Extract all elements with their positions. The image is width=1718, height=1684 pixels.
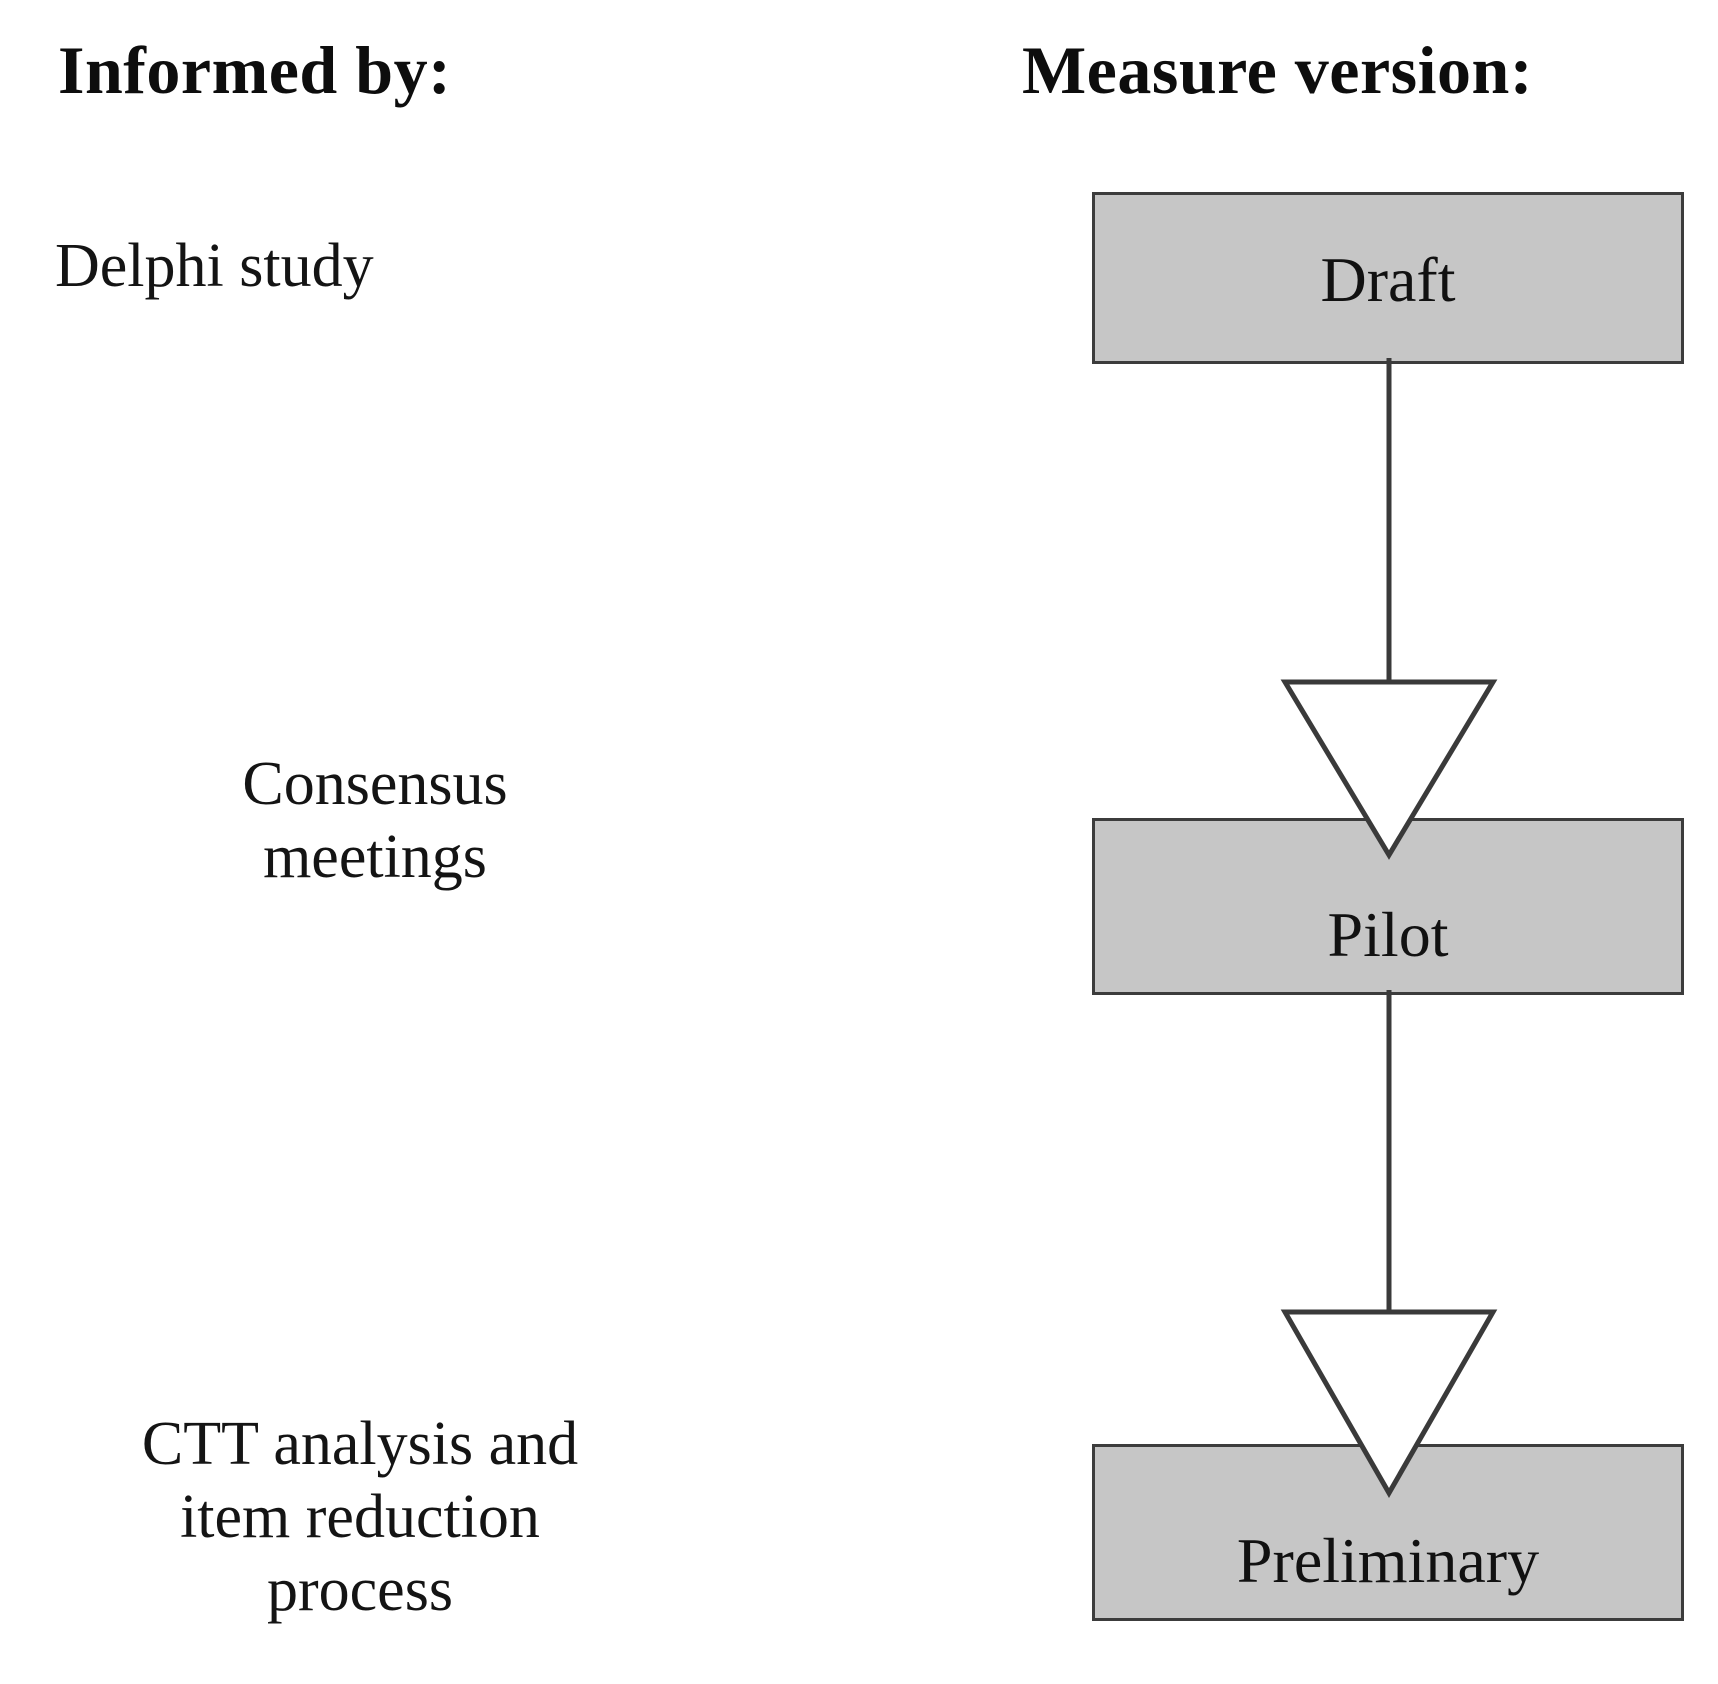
- informant-ctt-analysis: CTT analysis and item reduction process: [25, 1408, 695, 1627]
- flow-box-pilot: Pilot: [1092, 818, 1684, 995]
- informant-line: Delphi study: [55, 232, 374, 300]
- informant-delphi-study: Delphi study: [55, 230, 695, 303]
- column-header-measure-version: Measure version:: [1022, 32, 1533, 108]
- informant-line: Consensus: [242, 750, 508, 818]
- flow-box-preliminary: Preliminary: [1092, 1444, 1684, 1621]
- informant-line: process: [267, 1556, 453, 1625]
- informant-line: meetings: [263, 823, 487, 892]
- column-header-informed-by: Informed by:: [58, 32, 452, 108]
- informant-line: item reduction: [180, 1483, 540, 1552]
- connector-draft-to-pilot: [1280, 358, 1498, 860]
- informant-consensus-meetings: Consensus meetings: [55, 748, 695, 894]
- connector-pilot-to-preliminary: [1280, 990, 1498, 1498]
- flow-box-label: Pilot: [1327, 898, 1449, 970]
- flow-box-label: Preliminary: [1236, 1524, 1540, 1596]
- informant-line: CTT analysis and: [141, 1410, 579, 1478]
- flow-box-label: Draft: [1320, 244, 1456, 315]
- flow-box-draft: Draft: [1092, 192, 1684, 364]
